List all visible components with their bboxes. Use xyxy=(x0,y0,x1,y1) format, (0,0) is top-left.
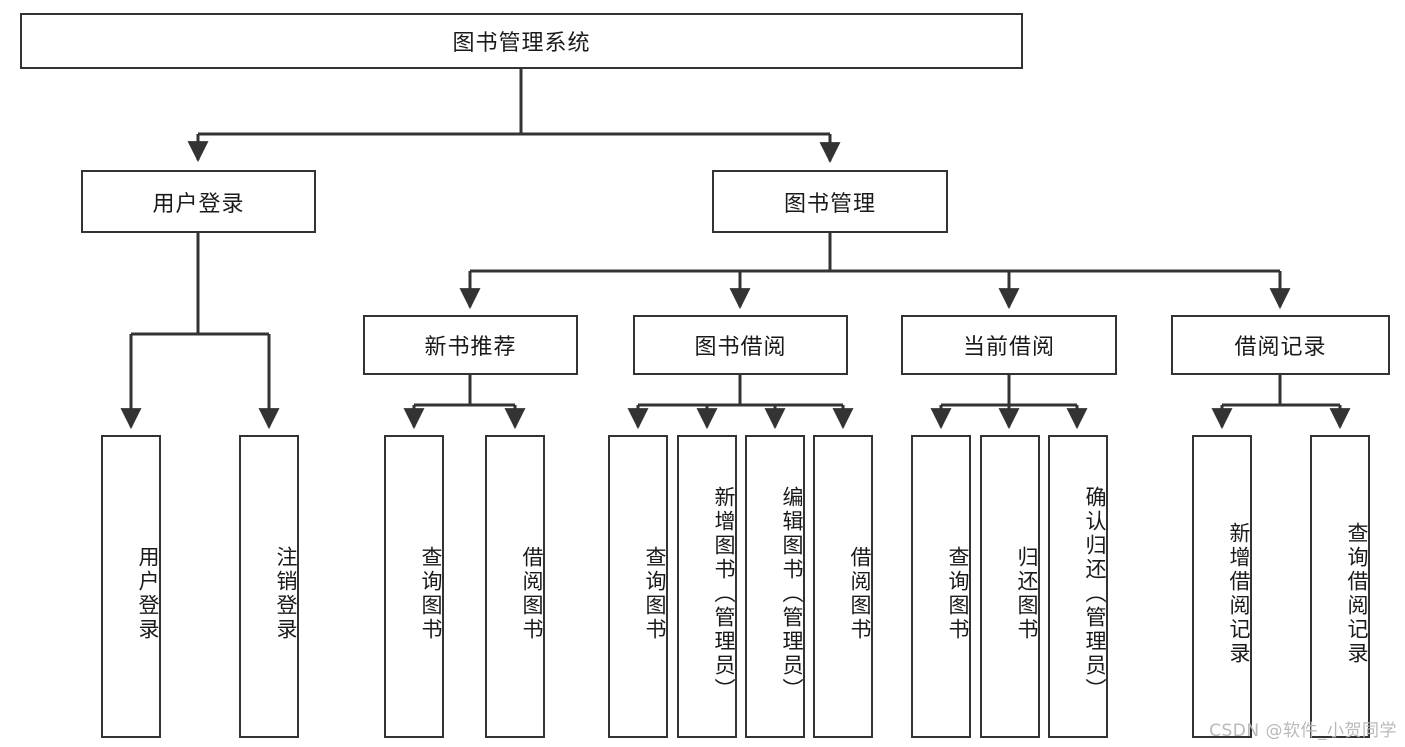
leaf-user-login-login[interactable]: 用户登录 xyxy=(101,435,161,738)
leaf-book-borrow-borrow[interactable]: 借阅图书 xyxy=(813,435,873,738)
node-book-borrow-label: 图书借阅 xyxy=(694,335,787,360)
node-user-login-label: 用户登录 xyxy=(152,191,245,217)
watermark-credit: CSDN @软件_小贺同学 xyxy=(1209,721,1397,741)
leaf-new-book-borrow[interactable]: 借阅图书 xyxy=(485,435,545,738)
leaf-new-book-query[interactable]: 查询图书 xyxy=(384,435,444,738)
leaf-book-borrow-query[interactable]: 查询图书 xyxy=(608,435,668,738)
leaf-book-borrow-query-label: 查询图书 xyxy=(643,545,667,642)
leaf-user-login-logout-label: 注销登录 xyxy=(274,545,298,642)
leaf-new-book-borrow-label: 借阅图书 xyxy=(520,545,544,642)
leaf-borrow-record-query-label: 查询借阅记录 xyxy=(1345,521,1369,666)
leaf-current-borrow-return[interactable]: 归还图书 xyxy=(980,435,1040,738)
node-borrow-record-label: 借阅记录 xyxy=(1234,335,1327,360)
leaf-user-login-logout[interactable]: 注销登录 xyxy=(239,435,299,738)
node-current-borrow[interactable]: 当前借阅 xyxy=(901,315,1117,375)
node-new-book-recommend[interactable]: 新书推荐 xyxy=(363,315,578,375)
leaf-borrow-record-add-label: 新增借阅记录 xyxy=(1227,521,1251,666)
node-book-management[interactable]: 图书管理 xyxy=(712,170,948,233)
node-book-borrow[interactable]: 图书借阅 xyxy=(633,315,848,375)
leaf-new-book-query-label: 查询图书 xyxy=(419,545,443,642)
leaf-book-borrow-edit[interactable]: 编辑图书（管理员） xyxy=(745,435,805,738)
node-root-system-label: 图书管理系统 xyxy=(452,31,591,56)
leaf-book-borrow-borrow-label: 借阅图书 xyxy=(848,545,872,642)
leaf-current-borrow-return-label: 归还图书 xyxy=(1015,545,1039,642)
leaf-book-borrow-add-label: 新增图书（管理员） xyxy=(712,485,736,702)
leaf-borrow-record-query[interactable]: 查询借阅记录 xyxy=(1310,435,1370,738)
leaf-current-borrow-confirm-return[interactable]: 确认归还（管理员） xyxy=(1048,435,1108,738)
leaf-current-borrow-query[interactable]: 查询图书 xyxy=(911,435,971,738)
leaf-book-borrow-edit-label: 编辑图书（管理员） xyxy=(780,485,804,702)
node-root-system[interactable]: 图书管理系统 xyxy=(20,13,1023,69)
leaf-borrow-record-add[interactable]: 新增借阅记录 xyxy=(1192,435,1252,738)
node-current-borrow-label: 当前借阅 xyxy=(962,335,1055,360)
node-new-book-recommend-label: 新书推荐 xyxy=(424,335,517,360)
node-user-login[interactable]: 用户登录 xyxy=(81,170,316,233)
node-borrow-record[interactable]: 借阅记录 xyxy=(1171,315,1390,375)
leaf-book-borrow-add[interactable]: 新增图书（管理员） xyxy=(677,435,737,738)
leaf-current-borrow-confirm-return-label: 确认归还（管理员） xyxy=(1083,485,1107,702)
leaf-current-borrow-query-label: 查询图书 xyxy=(946,545,970,642)
node-book-management-label: 图书管理 xyxy=(783,191,876,217)
leaf-user-login-login-label: 用户登录 xyxy=(136,545,160,642)
